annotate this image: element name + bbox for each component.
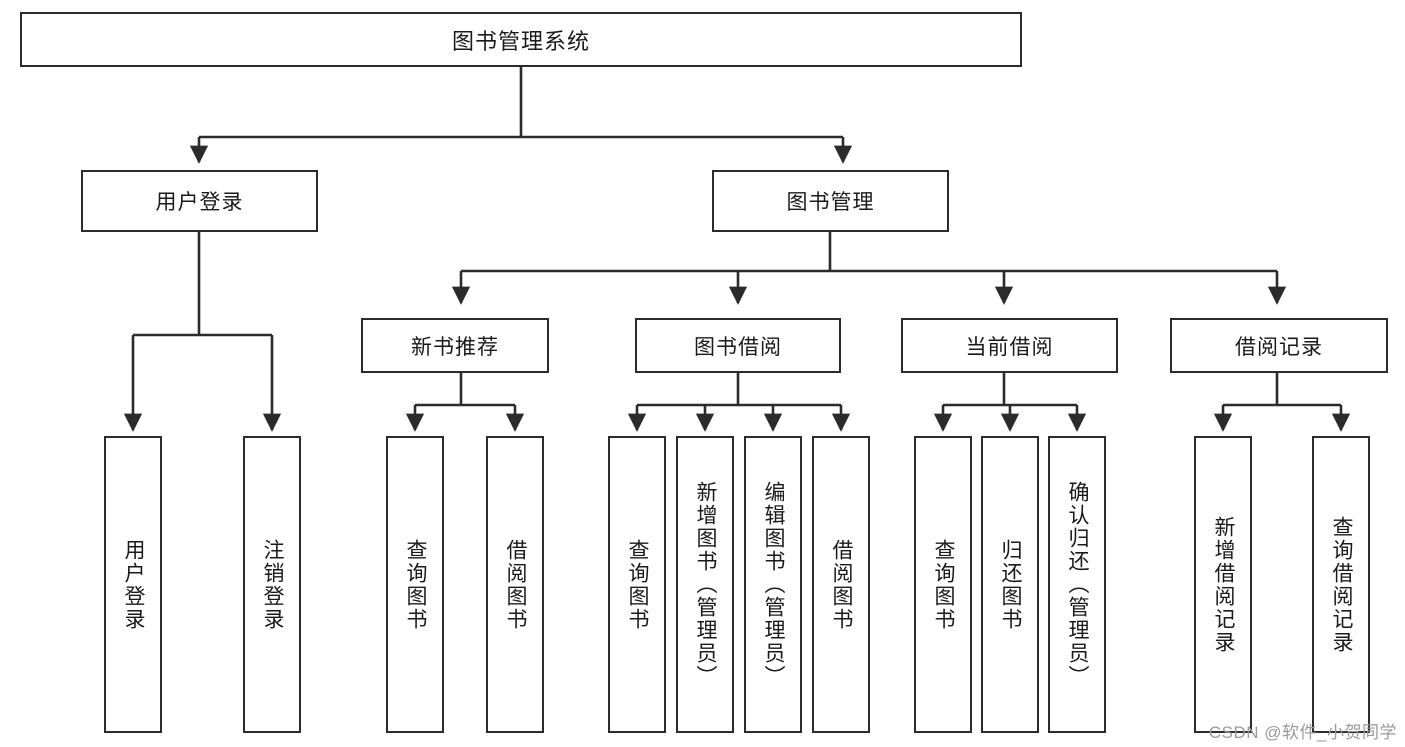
- leaf-user-login-logout[interactable]: 注销登录: [243, 436, 301, 733]
- leaf-label: 查询图书: [626, 538, 650, 631]
- leaf-label: 归还图书: [999, 538, 1023, 631]
- leaf-label: 注销登录: [261, 538, 285, 631]
- node-book-management[interactable]: 图书管理: [712, 170, 949, 232]
- leaf-label: 查询图书: [404, 538, 428, 631]
- node-book-borrow[interactable]: 图书借阅: [635, 318, 841, 373]
- leaf-new-book-query[interactable]: 查询图书: [386, 436, 444, 733]
- leaf-label: 用户登录: [122, 538, 146, 631]
- leaf-label: 编辑图书（管理员）: [762, 481, 786, 688]
- node-borrow-records[interactable]: 借阅记录: [1170, 318, 1388, 373]
- leaf-label: 借阅图书: [504, 538, 528, 631]
- watermark-text: CSDN @软件_小贺同学: [1208, 723, 1397, 742]
- leaf-label: 新增借阅记录: [1212, 515, 1236, 654]
- leaf-current-confirm-return-admin[interactable]: 确认归还（管理员）: [1048, 436, 1106, 733]
- leaf-records-add-record[interactable]: 新增借阅记录: [1194, 436, 1252, 733]
- leaf-label: 查询借阅记录: [1330, 515, 1354, 654]
- node-current-borrow[interactable]: 当前借阅: [901, 318, 1118, 373]
- node-new-book-recommend[interactable]: 新书推荐: [361, 318, 549, 373]
- node-user-login[interactable]: 用户登录: [81, 170, 318, 232]
- leaf-user-login-login[interactable]: 用户登录: [104, 436, 162, 733]
- leaf-new-book-borrow[interactable]: 借阅图书: [486, 436, 544, 733]
- node-root-system[interactable]: 图书管理系统: [20, 12, 1022, 67]
- leaf-label: 借阅图书: [830, 538, 854, 631]
- leaf-label: 查询图书: [932, 538, 956, 631]
- leaf-records-query-record[interactable]: 查询借阅记录: [1312, 436, 1370, 733]
- leaf-borrow-borrow-book[interactable]: 借阅图书: [812, 436, 870, 733]
- leaf-label: 新增图书（管理员）: [694, 481, 718, 688]
- leaf-borrow-add-book-admin[interactable]: 新增图书（管理员）: [676, 436, 734, 733]
- leaf-borrow-query-book[interactable]: 查询图书: [608, 436, 666, 733]
- leaf-current-return-book[interactable]: 归还图书: [981, 436, 1039, 733]
- leaf-current-query-book[interactable]: 查询图书: [914, 436, 972, 733]
- leaf-label: 确认归还（管理员）: [1066, 481, 1090, 688]
- leaf-borrow-edit-book-admin[interactable]: 编辑图书（管理员）: [744, 436, 802, 733]
